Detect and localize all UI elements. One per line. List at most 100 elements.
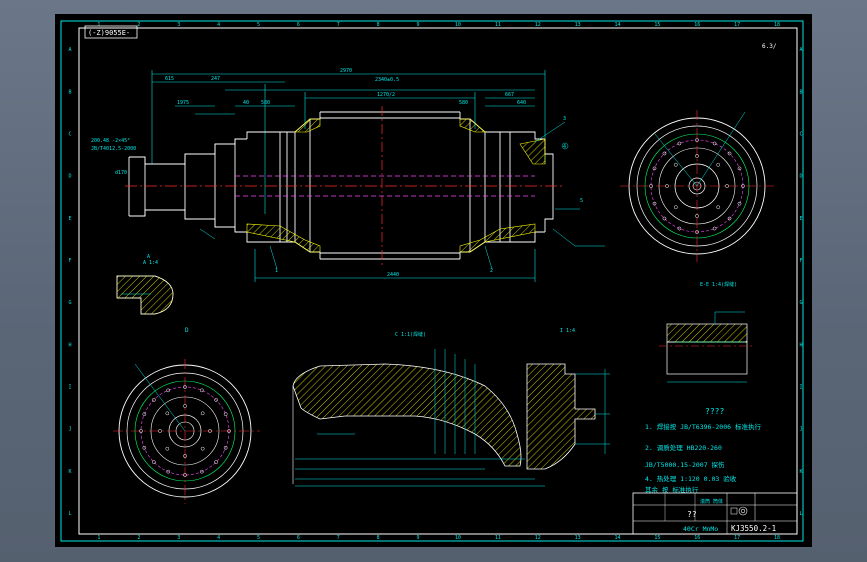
notes-title: ???? bbox=[705, 407, 724, 416]
grid-top-label: 2 bbox=[137, 22, 140, 28]
dim-left-a: 615 bbox=[165, 76, 174, 82]
roughness-mark: 6.3/ bbox=[762, 43, 777, 50]
dim-left-e: 580 bbox=[261, 100, 270, 106]
section-e[interactable] bbox=[659, 311, 755, 383]
bolt-hole bbox=[152, 398, 156, 402]
projection-symbol bbox=[738, 506, 748, 516]
bolt-hole bbox=[649, 184, 653, 188]
weld-hatch-end bbox=[519, 138, 546, 165]
grid-bottom-label: 3 bbox=[177, 535, 180, 541]
grid-bottom-label: 11 bbox=[495, 535, 501, 541]
bolt-hole bbox=[208, 429, 212, 433]
grid-bottom-label: 2 bbox=[137, 535, 140, 541]
grid-right-label: A bbox=[799, 47, 802, 53]
inner-frame bbox=[78, 27, 798, 535]
bolt-hole bbox=[227, 429, 231, 433]
grid-bottom-label: 9 bbox=[417, 535, 420, 541]
callout-4: 4 bbox=[563, 144, 566, 150]
section-c[interactable] bbox=[292, 349, 545, 487]
grid-top-label: 1 bbox=[97, 22, 100, 28]
grid-bottom-label: 14 bbox=[614, 535, 620, 541]
dim-left-d: 40 bbox=[243, 100, 249, 106]
grid-top-label: 15 bbox=[654, 22, 660, 28]
dim-mid: 1270/2 bbox=[377, 92, 395, 98]
callout-5: 5 bbox=[580, 198, 583, 204]
grid-top-label: 11 bbox=[495, 22, 501, 28]
grid-top-label: 3 bbox=[177, 22, 180, 28]
grid-top-label: 4 bbox=[217, 22, 220, 28]
bolt-hole bbox=[716, 205, 721, 210]
detail-a[interactable] bbox=[116, 275, 174, 315]
main-shaft-view[interactable]: 2970 2340±0.5 1270/2 615 1975 247 40 580… bbox=[91, 68, 605, 282]
bolt-hole bbox=[183, 404, 187, 408]
grid-bottom-label: 4 bbox=[217, 535, 220, 541]
bolt-hole bbox=[662, 151, 667, 156]
end-view-d[interactable] bbox=[113, 359, 260, 504]
grid-left-label: G bbox=[68, 300, 71, 306]
bolt-hole bbox=[662, 216, 667, 221]
grid-top-label: 7 bbox=[337, 22, 340, 28]
callout-3: 3 bbox=[563, 116, 566, 122]
bolt-hole bbox=[725, 184, 729, 188]
bolt-hole bbox=[214, 460, 218, 464]
dim-left-c: 247 bbox=[211, 76, 220, 82]
bolt-hole bbox=[712, 141, 717, 146]
callout-1: 1 bbox=[275, 268, 278, 274]
grid-left-label: A bbox=[68, 47, 71, 53]
bolt-hole bbox=[712, 226, 717, 231]
grid-top-label: 16 bbox=[694, 22, 700, 28]
bolt-hole bbox=[727, 151, 732, 156]
bolt-hole bbox=[677, 226, 682, 231]
grid-left-label: B bbox=[68, 89, 71, 95]
bolt-hole bbox=[199, 469, 204, 474]
grid-bottom-label: 13 bbox=[575, 535, 581, 541]
grid-bottom-label: 1 bbox=[97, 535, 100, 541]
bolt-hole bbox=[183, 385, 187, 389]
grid-right-label: J bbox=[799, 427, 802, 433]
weld-hatch-top-left bbox=[294, 118, 321, 133]
label-section-c: C 1:1(焊缝) bbox=[395, 331, 426, 338]
grid-left-label: D bbox=[68, 174, 71, 180]
bolt-hole bbox=[139, 429, 143, 433]
section-i[interactable] bbox=[526, 363, 610, 470]
outer-frame bbox=[60, 20, 804, 542]
grid-right-label: D bbox=[799, 174, 802, 180]
note-line-3: JB/T5000.15-2007 探伤 bbox=[645, 460, 725, 469]
bolt-hole bbox=[673, 162, 678, 167]
grid-top-label: 5 bbox=[257, 22, 260, 28]
label-section-e: E-E 1:4(焊缝) bbox=[700, 281, 737, 288]
dim-overall: 2970 bbox=[340, 68, 352, 74]
grid-bottom-label: 7 bbox=[337, 535, 340, 541]
label-section-d: D bbox=[185, 327, 189, 334]
bolt-hole bbox=[695, 154, 699, 158]
grid-top-label: 17 bbox=[734, 22, 740, 28]
grid-left-label: K bbox=[68, 469, 71, 475]
grid-right-label: C bbox=[799, 131, 802, 137]
grid-top-label: 12 bbox=[535, 22, 541, 28]
end-view-right[interactable] bbox=[620, 110, 775, 262]
grid-bottom-label: 10 bbox=[455, 535, 461, 541]
grid-left-label: F bbox=[68, 258, 71, 264]
title-block[interactable]: 滚筒 筒体 ?? 40Cr MnMo KJ3550.2-1 bbox=[632, 492, 798, 535]
grid-right-label: E bbox=[799, 216, 802, 222]
note-line-1: 1. 焊接按 JB/T6396-2006 标准执行 bbox=[645, 422, 761, 431]
bolt-hole bbox=[200, 411, 205, 416]
grid-bottom-label: 18 bbox=[774, 535, 780, 541]
grid-right-label: F bbox=[799, 258, 802, 264]
stamp-box bbox=[84, 25, 138, 39]
bolt-hole bbox=[223, 445, 228, 450]
label-section-i: I 1:4 bbox=[560, 328, 575, 334]
grid-top-label: 18 bbox=[774, 22, 780, 28]
grid-bottom-label: 5 bbox=[257, 535, 260, 541]
grid-left-label: C bbox=[68, 131, 71, 137]
bolt-hole bbox=[200, 446, 205, 451]
bolt-hole bbox=[727, 216, 732, 221]
left-label-3: d170 bbox=[115, 170, 127, 176]
bolt-hole bbox=[716, 162, 721, 167]
